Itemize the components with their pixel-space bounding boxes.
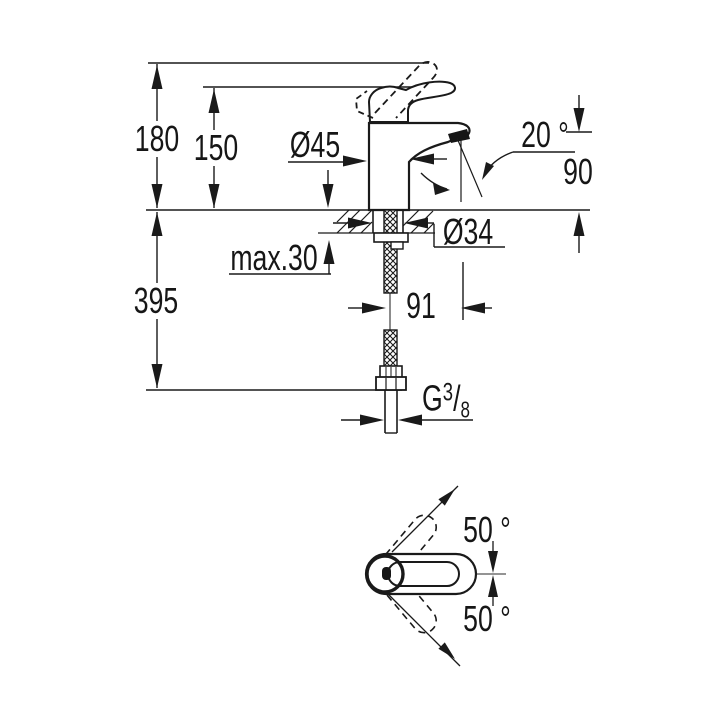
top-view-arrowheads — [438, 489, 498, 659]
hose-nut — [375, 376, 407, 391]
dim-swivel-angle-down: 50 ° — [463, 598, 511, 639]
top-view — [364, 485, 506, 667]
dim-handle-height: 150 — [192, 127, 240, 168]
handle-top-outline — [387, 561, 460, 587]
aerator — [448, 129, 470, 143]
dim-stream-angle: 20 ° — [521, 114, 569, 155]
mounting-shank — [372, 209, 409, 434]
dim-deck-max-thickness: max.30 — [230, 237, 318, 278]
spout-outlet-dot — [382, 567, 391, 580]
dim-overall-height: 180 — [133, 118, 181, 159]
arrowheads — [151, 65, 585, 426]
dim-spout-height: 90 — [563, 151, 593, 192]
dim-hose-drop: 395 — [132, 280, 180, 321]
dim-thread-size: G3/8 — [422, 377, 470, 423]
dim-body-diameter: Ø45 — [289, 124, 341, 165]
dim-spout-reach: 91 — [406, 285, 436, 326]
dim-swivel-angle-up: 50 ° — [463, 509, 511, 550]
supply-hose — [383, 329, 398, 368]
dim-hole-diameter: Ø34 — [442, 211, 494, 252]
faucet-body — [355, 60, 483, 212]
faucet-lever-raised-dashed — [374, 60, 438, 119]
body-top-circle — [365, 554, 405, 594]
